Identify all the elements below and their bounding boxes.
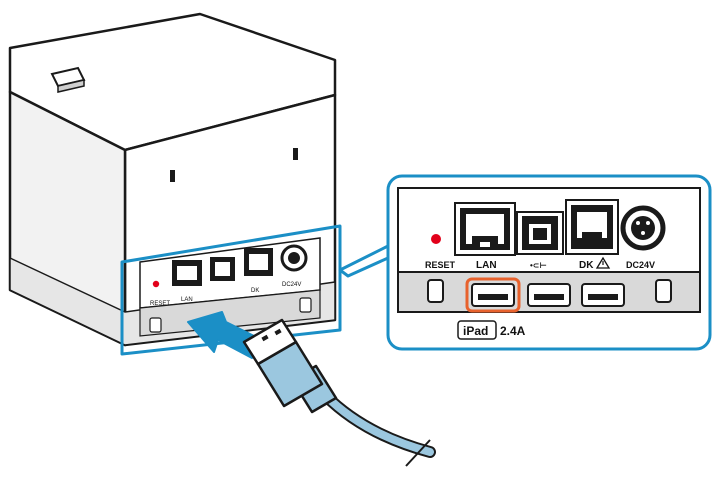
usb-b-port [516,211,564,255]
dk-port [565,199,619,255]
warning-triangle-icon [595,256,611,269]
usb-a-port-3 [581,283,625,307]
dc24v-label-small: DC24V [282,282,301,288]
side-slot [170,170,175,182]
reset-button [152,280,160,288]
usb-a-port-ipad [471,283,515,307]
reset-label: RESET [425,260,456,270]
reset-button-zoom [431,234,441,244]
lan-label-small: LAN [181,297,193,303]
dc24v-port [620,205,666,251]
usb-cable [242,318,436,467]
dk-label: DK [579,260,594,271]
lan-port [454,202,516,256]
current-label: 2.4A [500,324,526,338]
rear-connector-panel-small: RESET LAN DK DC24V [139,237,321,337]
highlight-frame-small [120,224,342,356]
ipad-badge [457,320,497,340]
ipad-port-highlight [465,277,521,313]
usb-a-connector [242,318,298,366]
foot-slot-left [427,279,444,303]
cover-latch [50,66,86,93]
zoom-callout: RESET LAN •⊂⊢ DK [386,174,712,351]
dk-label-small: DK [251,288,259,294]
usb-a-port-2 [527,283,571,307]
printer-device: RESET LAN DK DC24V [8,12,337,347]
foot-slot-right [655,279,672,303]
ipad-label: iPad [463,324,488,338]
dc24v-label: DC24V [626,260,655,270]
reset-label-small: RESET [150,301,170,307]
side-slot [293,148,298,160]
callout-pointer [338,244,390,278]
lan-label: LAN [476,260,497,271]
usb-symbol-label: •⊂⊢ [530,261,547,270]
